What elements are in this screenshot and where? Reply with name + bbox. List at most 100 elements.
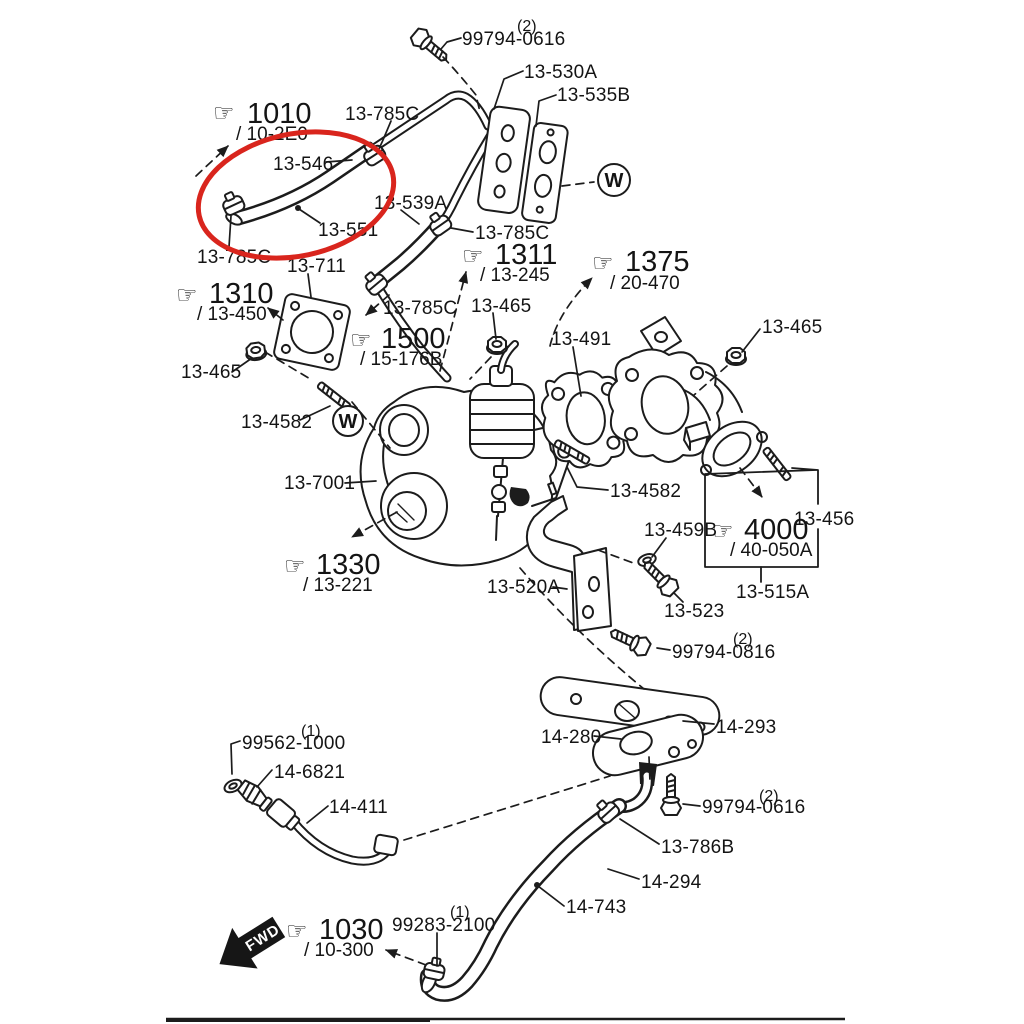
part-label-99794-0616-lower: 99794-0616	[702, 797, 805, 818]
bottom-rule	[166, 1017, 845, 1022]
section-sub-1310: / 13-450	[197, 304, 267, 325]
section-ref-icon-1500: ☞	[350, 327, 372, 354]
ref-arrow-1311	[439, 271, 469, 372]
section-num-1030: 1030	[319, 914, 384, 946]
section-ref-icon-4000: ☞	[712, 518, 734, 545]
ref-arrow-1030	[385, 949, 427, 966]
turbocharger-13-7001	[359, 340, 573, 567]
dash-nut-center	[469, 356, 492, 380]
section-num-1375: 1375	[625, 246, 690, 278]
datum-w-right: W	[605, 170, 624, 192]
section-ref-icon-1330: ☞	[284, 553, 306, 580]
part-label-13-785C-3: 13-785C	[197, 247, 271, 268]
outlet-duct-13-456	[607, 316, 768, 478]
part-label-14-293: 14-293	[716, 717, 776, 738]
ref-arrow-4000	[739, 467, 763, 498]
clamp-99283-2100	[421, 955, 448, 982]
stud-bolt-13-456	[761, 445, 793, 483]
nut-13-465-left	[243, 340, 269, 363]
part-label-99562-1000: 99562-1000	[242, 733, 345, 754]
part-label-13-465-left: 13-465	[181, 362, 241, 383]
ref-arrow-1500	[365, 294, 390, 316]
part-label-13-491: 13-491	[551, 329, 611, 350]
section-sub-1500: / 15-176B	[360, 349, 442, 370]
section-num-1310: 1310	[209, 278, 274, 310]
part-label-13-456: 13-456	[794, 509, 854, 530]
fwd-arrow: FWD	[219, 916, 286, 969]
part-label-13-546: 13-546	[273, 154, 333, 175]
gasket-13-711	[273, 293, 351, 371]
section-num-1010: 1010	[247, 98, 312, 130]
part-label-13-515A: 13-515A	[736, 582, 809, 603]
qty-99794-0616-lower: (2)	[759, 788, 779, 805]
part-label-14-294: 14-294	[641, 872, 702, 893]
qty-99794-0816: (2)	[733, 631, 753, 648]
water-pipe-upper	[363, 90, 493, 157]
part-label-13-530A: 13-530A	[524, 62, 597, 83]
dash-bracket-gasket	[519, 567, 645, 690]
datum-w-left: W	[339, 411, 358, 433]
part-label-14-411: 14-411	[329, 797, 388, 818]
part-label-13-4582-right: 13-4582	[610, 481, 681, 502]
section-num-4000: 4000	[744, 514, 809, 546]
part-label-13-465-right: 13-465	[762, 317, 822, 338]
section-ref-icon-1375: ☞	[592, 250, 614, 277]
dash-nut-right	[693, 365, 728, 396]
bolt-99794-0816	[605, 622, 654, 660]
section-sub-1375: / 20-470	[610, 273, 680, 294]
section-ref-icon-1310: ☞	[176, 282, 198, 309]
part-label-13-535B: 13-535B	[557, 85, 630, 106]
part-label-13-459B: 13-459B	[644, 520, 717, 541]
section-ref-icon-1030: ☞	[286, 918, 308, 945]
bracket-13-520A	[525, 481, 612, 632]
dash-stud-left	[351, 401, 391, 449]
datum-circle-w-right	[597, 163, 631, 197]
part-label-13-785C-1: 13-785C	[345, 104, 419, 125]
ref-arrow-1310	[267, 307, 284, 321]
part-label-99794-0816: 99794-0816	[672, 642, 775, 663]
part-label-13-786B: 13-786B	[661, 837, 734, 858]
ref-arrow-1330	[351, 511, 398, 538]
section-num-1311: 1311	[495, 239, 557, 271]
datum-circle-w-left	[332, 405, 364, 437]
qty-99283-2100: (1)	[450, 904, 470, 921]
dash-top-bolt	[442, 56, 481, 113]
wastegate-actuator	[469, 340, 535, 459]
section-sub-4000: / 40-050A	[730, 540, 813, 561]
gasket-13-530A	[477, 105, 531, 214]
oil-feed-fittings	[491, 457, 508, 541]
part-label-14-743: 14-743	[566, 897, 626, 918]
pipe-nut-left	[266, 798, 301, 831]
section-num-1330: 1330	[316, 549, 381, 581]
dash-nut-left	[264, 351, 313, 381]
dash-pipe-engine	[403, 775, 611, 841]
dash-bracket-washer	[597, 549, 637, 565]
dash-w-right	[561, 181, 595, 187]
part-label-13-785C-4: 13-785C	[383, 298, 457, 319]
part-label-13-465-center: 13-465	[471, 296, 531, 317]
section-num-1500: 1500	[381, 323, 446, 355]
part-label-13-520A: 13-520A	[487, 577, 560, 598]
duct-bracket-boss	[685, 421, 711, 443]
nut-13-465-center	[486, 336, 508, 355]
group-box-4000	[704, 467, 819, 583]
part-label-13-7001: 13-7001	[284, 473, 355, 494]
part-label-14-280: 14-280	[541, 727, 601, 748]
oil-pipe-14-411	[288, 816, 394, 866]
dash-flange-bolt	[648, 756, 651, 783]
leader-dot-14-743	[534, 882, 540, 888]
pipe-nut-right	[373, 833, 399, 857]
section-sub-1010: / 10-2E0	[236, 124, 308, 145]
section-sub-1330: / 13-221	[303, 575, 373, 596]
leader-dot-13-551	[295, 205, 301, 211]
bolt-99794-0616-lower	[660, 773, 682, 816]
section-sub-1311: / 13-245	[480, 265, 550, 286]
part-label-13-523: 13-523	[664, 601, 724, 622]
part-label-13-551: 13-551	[318, 220, 378, 241]
part-label-99283-2100: 99283-2100	[392, 915, 495, 936]
highlight-ellipse	[195, 129, 397, 261]
section-sub-1030: / 10-300	[304, 940, 374, 961]
section-ref-icon-1311: ☞	[462, 243, 484, 270]
